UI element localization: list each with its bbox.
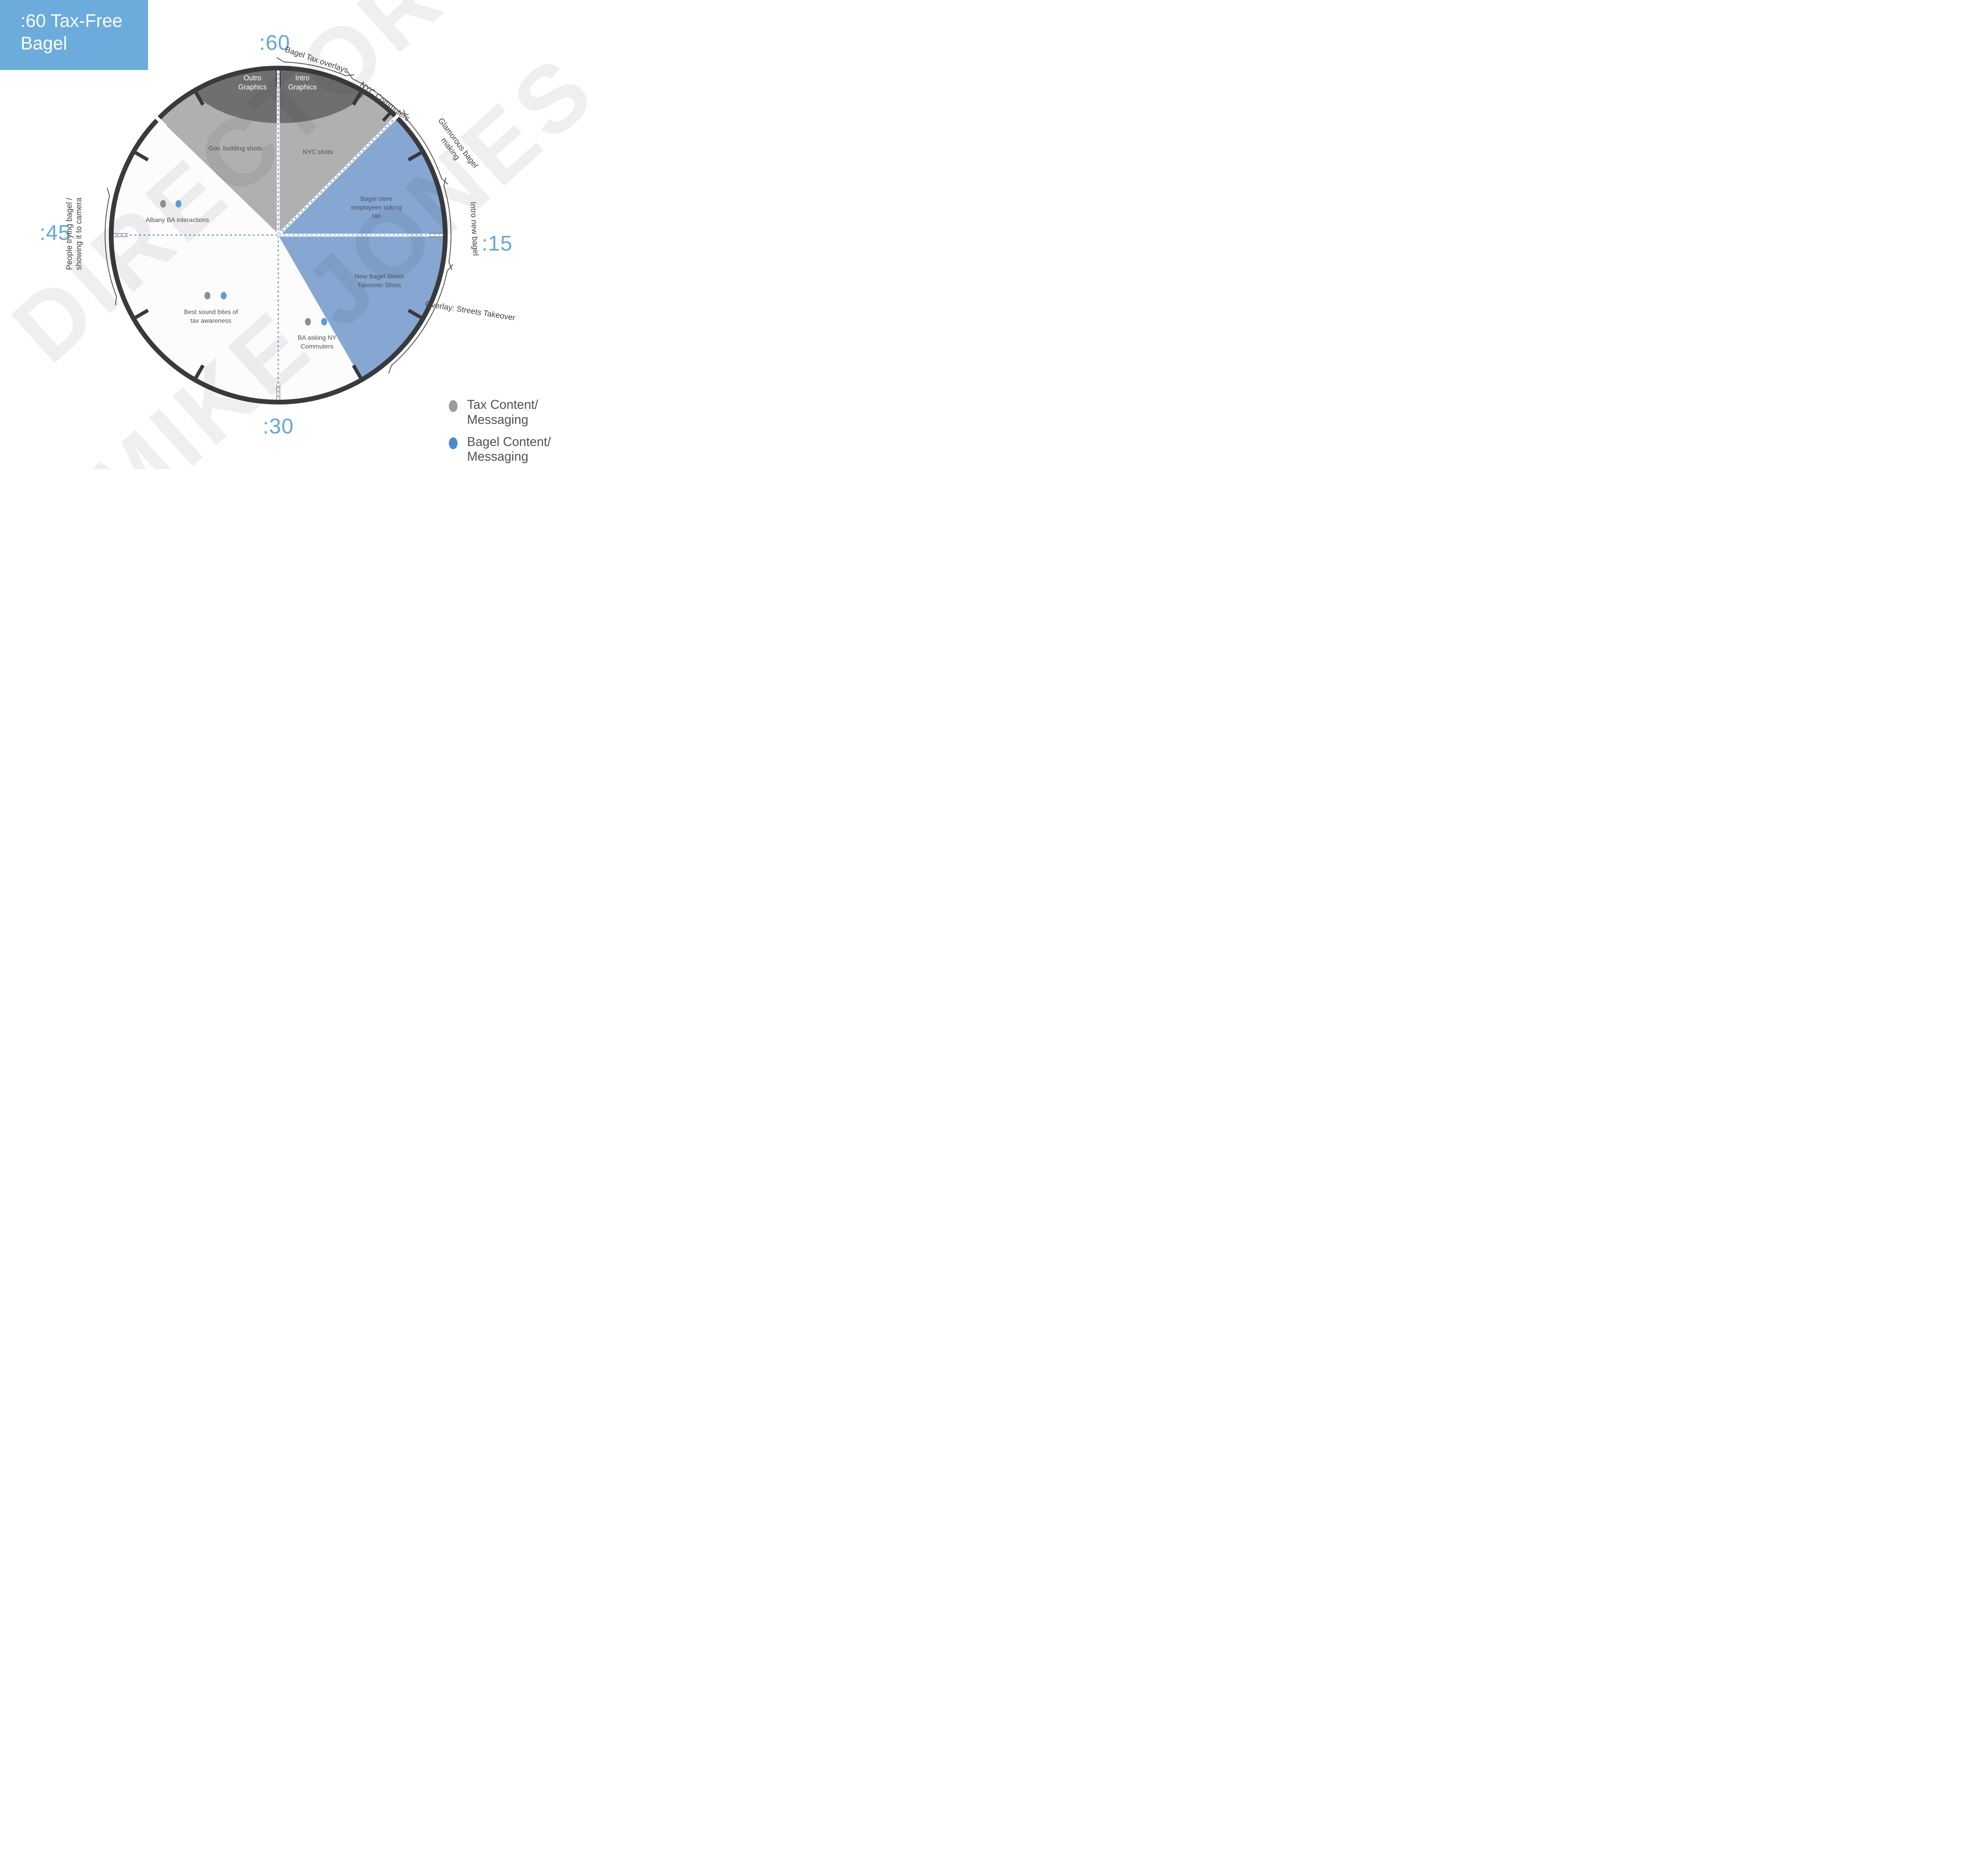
segment-label-intro-graphics: Intro Graphics (288, 74, 317, 91)
time-marker-30: :30 (262, 414, 294, 438)
radial-guide-line (113, 234, 278, 236)
bracket-arc (403, 110, 448, 185)
time-marker-45: :45 (39, 221, 71, 245)
segment-label-albany-ba-interactions: Albany BA interactions (145, 217, 209, 224)
time-marker-60: :60 (259, 31, 291, 55)
time-marker-15: :15 (481, 232, 513, 255)
bagel-dot (449, 437, 458, 449)
annotation-brackets (104, 57, 453, 374)
segment-label-bagel-store-employees: Bagel store employees talking tax (351, 196, 402, 220)
tax-dot (449, 400, 458, 412)
tax-dot (160, 200, 166, 208)
segment-label-best-sound-bites: Best sound bites of tax awareness (184, 309, 238, 324)
segment-label-ba-asking-ny-commuters: BA asking NY Commuters (298, 334, 336, 350)
segment-label-new-bagel-street-takeover: New Bagel Street Takeover Shots (354, 273, 404, 289)
segment-label-outro-graphics: Outro Graphics (238, 74, 267, 91)
segment-label-nyc-shots: NYC shots (302, 149, 333, 156)
segment-label-gov-building-shots: Gov. building shots (208, 145, 262, 152)
page-title: :60 Tax-Free Bagel (21, 10, 123, 54)
title-box: :60 Tax-Free Bagel (0, 0, 148, 70)
tax-dot (204, 292, 211, 300)
bracket-arc (276, 57, 354, 76)
radial-guide-line (278, 234, 443, 236)
arc-label-people-trying-bagel: People trying bagel / showing it to came… (65, 197, 84, 270)
bracket-arc (104, 188, 117, 306)
radial-guide-line (277, 235, 279, 400)
radial-guide-line (277, 70, 279, 235)
tax-dot (305, 318, 311, 326)
bracket-arc (347, 71, 409, 116)
bracket-arc (388, 264, 453, 374)
bagel-dot (175, 200, 182, 208)
bagel-dot (321, 318, 327, 326)
legend-item-tax-content: Tax Content/ Messaging (448, 397, 551, 427)
bracket-arc (443, 177, 452, 270)
legend-item-bagel-content: Bagel Content/ Messaging (448, 435, 551, 465)
legend: Tax Content/ Messaging Bagel Content/ Me… (448, 397, 551, 469)
shot-clock-poster: :60 Tax-Free Bagel DIRECTOR MIKE JONES :… (0, 0, 594, 469)
bagel-dot (220, 292, 227, 300)
